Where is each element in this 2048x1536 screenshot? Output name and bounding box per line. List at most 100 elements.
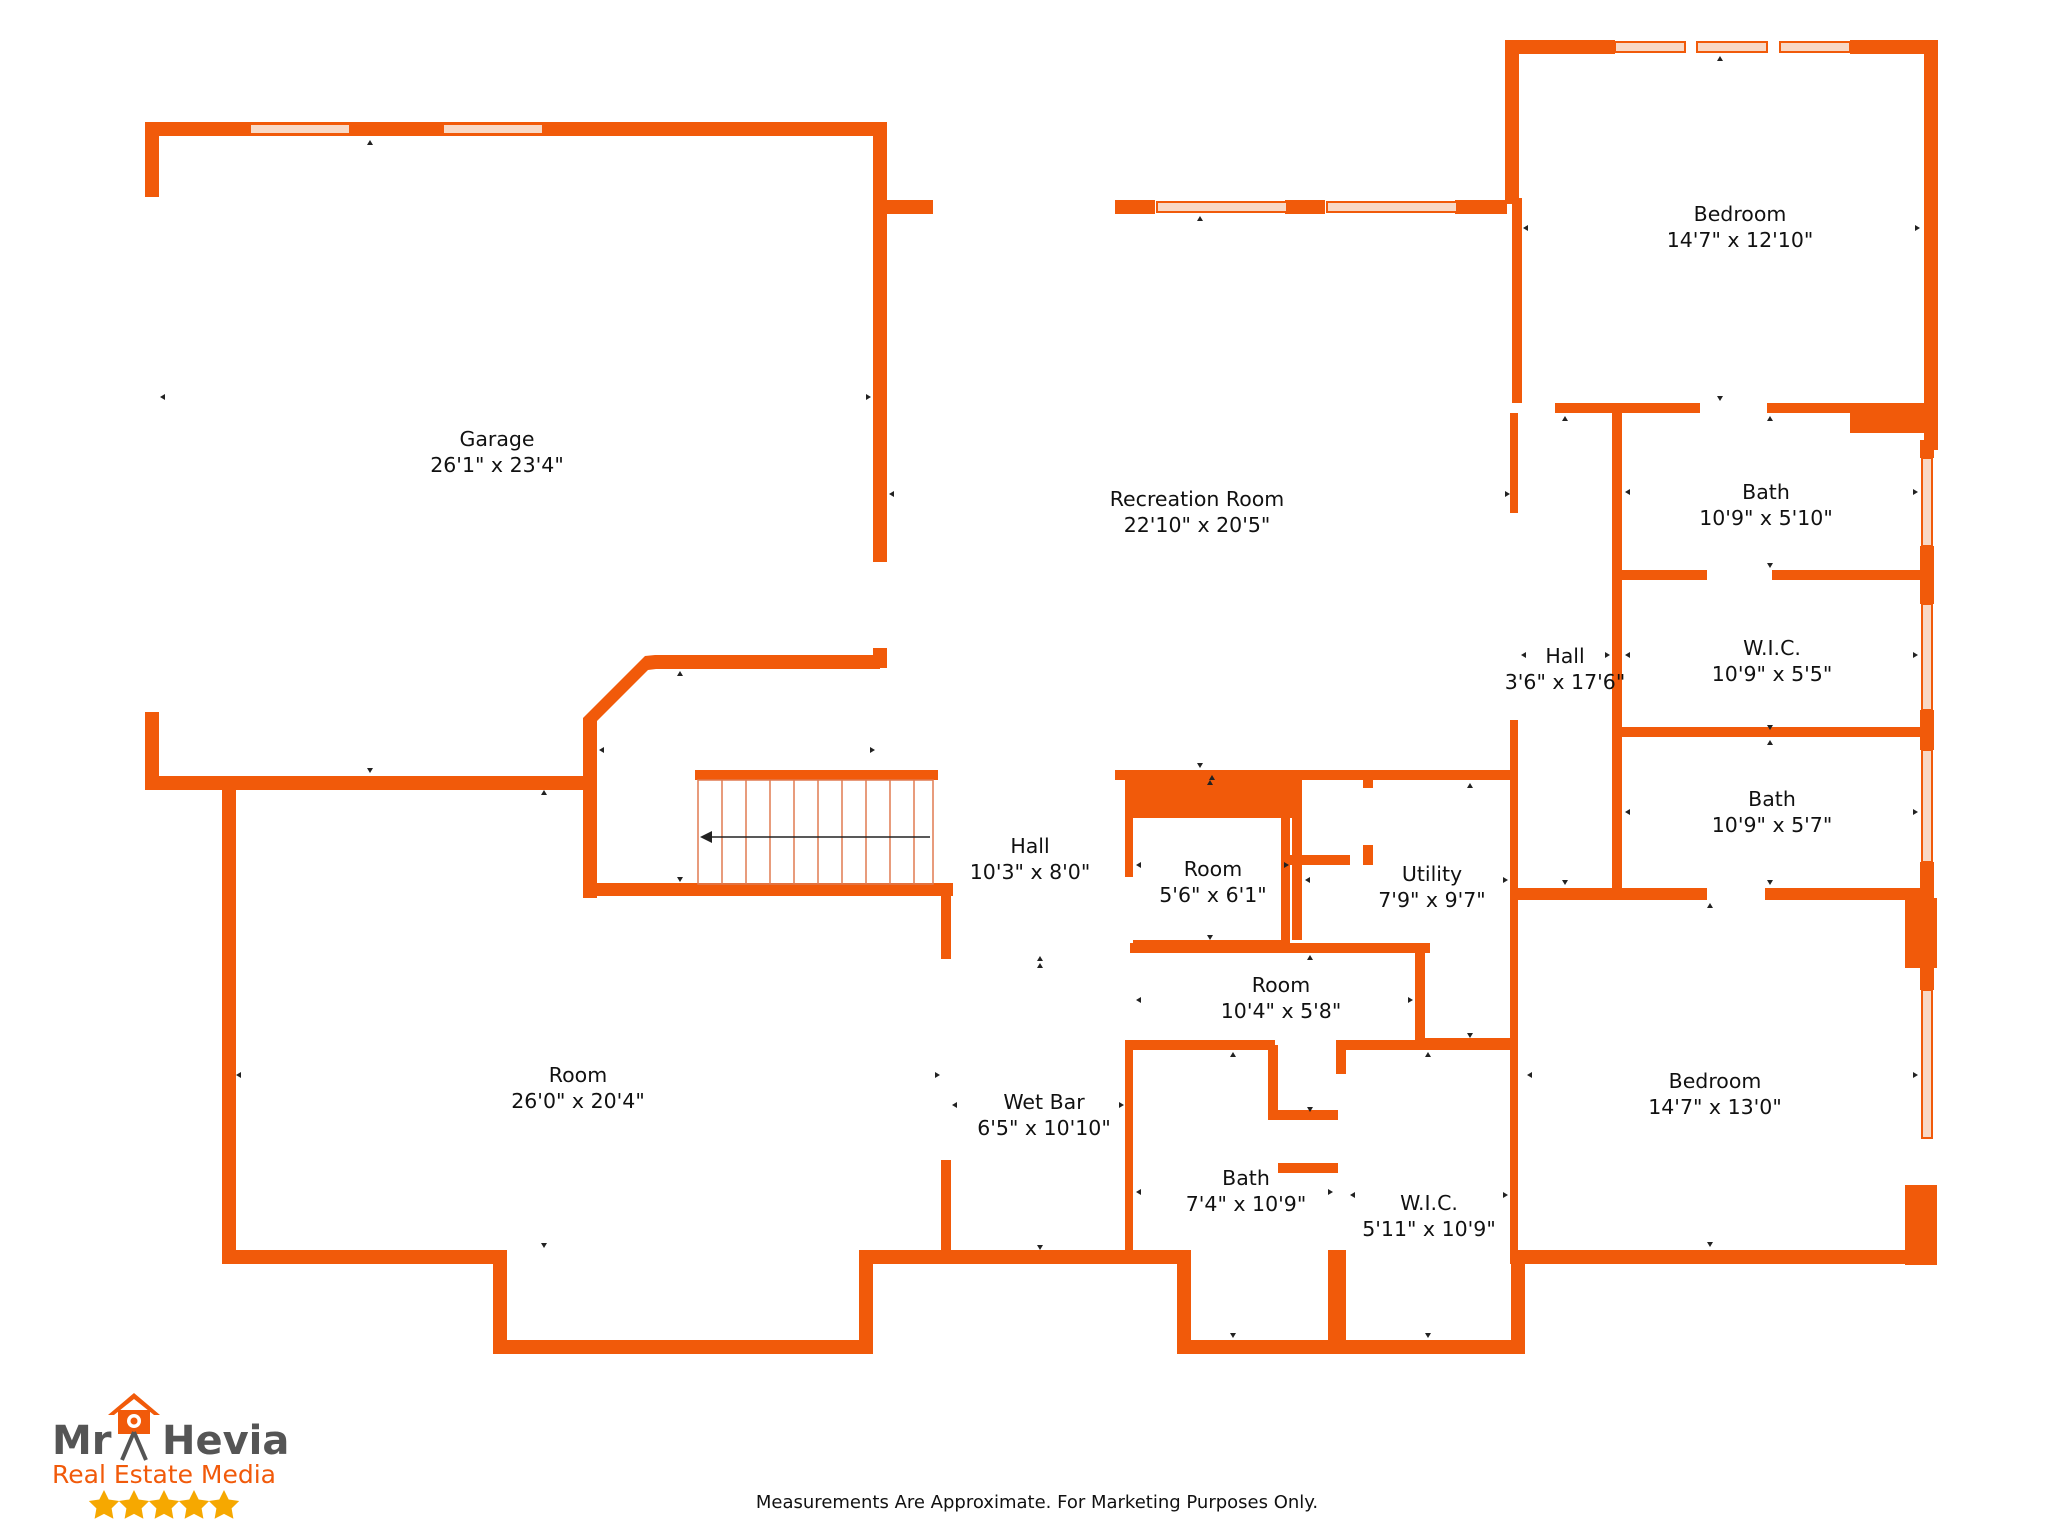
wall — [1920, 710, 1934, 750]
marker — [935, 1072, 940, 1078]
wall — [1278, 1163, 1338, 1173]
marker — [1197, 216, 1203, 221]
logo-text-left: Mr — [52, 1418, 112, 1464]
marker — [1284, 862, 1289, 868]
wall — [583, 718, 597, 898]
wall — [1850, 403, 1938, 433]
wall — [1130, 943, 1430, 953]
marker — [1523, 225, 1528, 231]
window — [442, 123, 544, 135]
wall — [873, 200, 933, 214]
window — [1696, 41, 1768, 53]
wall — [1612, 570, 1707, 580]
marker — [1767, 725, 1773, 730]
room-dims-room-mid: 10'4" x 5'8" — [1221, 999, 1342, 1023]
marker — [1037, 956, 1043, 961]
room-name-wic-2: W.I.C. — [1400, 1191, 1458, 1215]
room-dims-hall-mid: 10'3" x 8'0" — [970, 860, 1091, 884]
marker — [1119, 1102, 1124, 1108]
star-icon — [148, 1490, 180, 1519]
room-dims-wic-2: 5'11" x 10'9" — [1362, 1217, 1496, 1241]
room-dims-wet-bar: 6'5" x 10'10" — [977, 1116, 1111, 1140]
marker — [1136, 862, 1141, 868]
room-dims-utility: 7'9" x 9'7" — [1378, 888, 1485, 912]
marker — [367, 768, 373, 773]
marker — [1307, 955, 1313, 960]
marker — [1467, 783, 1473, 788]
room-name-hall-right: Hall — [1545, 644, 1584, 668]
house-roof — [108, 1393, 160, 1415]
marker — [1915, 225, 1920, 231]
marker — [1505, 491, 1510, 497]
marker — [677, 671, 683, 676]
marker — [1230, 1052, 1236, 1057]
wall — [1336, 1040, 1516, 1050]
room-name-bedroom-top: Bedroom — [1694, 202, 1787, 226]
wall — [1363, 845, 1373, 865]
wall — [1512, 198, 1522, 403]
wall — [1612, 727, 1934, 737]
wall — [655, 655, 880, 669]
wall — [145, 776, 597, 790]
window — [1921, 749, 1933, 863]
wall — [1115, 200, 1155, 214]
marker — [1717, 396, 1723, 401]
marker — [1305, 877, 1310, 883]
star-icon — [118, 1490, 150, 1519]
room-dims-bedroom-bottom: 14'7" x 13'0" — [1648, 1095, 1782, 1119]
marker — [1037, 963, 1043, 968]
marker — [1197, 763, 1203, 768]
room-dims-room-small: 5'6" x 6'1" — [1159, 883, 1266, 907]
marker — [1467, 1033, 1473, 1038]
wall — [1336, 1040, 1346, 1074]
marker — [1767, 740, 1773, 745]
marker — [889, 491, 894, 497]
wall — [1920, 546, 1934, 604]
marker — [1350, 1192, 1355, 1198]
wall — [1510, 413, 1518, 513]
marker — [1408, 997, 1413, 1003]
marker — [1037, 1245, 1043, 1250]
wall — [695, 770, 938, 780]
wall — [1510, 1250, 1937, 1264]
stair-arrow-head — [700, 831, 712, 843]
marker — [1913, 652, 1918, 658]
marker — [1562, 880, 1568, 885]
tripod-legs — [120, 1431, 148, 1461]
marker — [1913, 489, 1918, 495]
room-name-wic-1: W.I.C. — [1743, 636, 1801, 660]
marker — [1503, 877, 1508, 883]
room-name-room-large: Room — [549, 1063, 607, 1087]
window — [1614, 41, 1686, 53]
camera-lens-inner — [130, 1417, 138, 1425]
room-dims-bedroom-top: 14'7" x 12'10" — [1667, 228, 1814, 252]
window — [249, 123, 351, 135]
marker — [1136, 997, 1141, 1003]
logo-text-right: Hevia — [162, 1418, 289, 1464]
star-icon — [178, 1490, 210, 1519]
marker — [541, 790, 547, 795]
wall — [1511, 1250, 1525, 1354]
wall — [1290, 855, 1350, 865]
marker — [1707, 903, 1713, 908]
marker — [1605, 652, 1610, 658]
room-name-room-mid: Room — [1252, 973, 1310, 997]
stairs — [697, 779, 934, 885]
wall — [941, 1160, 951, 1254]
room-dims-garage: 26'1" x 23'4" — [430, 453, 564, 477]
wall — [1512, 403, 1522, 413]
marker — [1562, 416, 1568, 421]
windows — [249, 41, 1933, 1139]
room-dims-bath-3: 7'4" x 10'9" — [1186, 1192, 1307, 1216]
wall — [222, 776, 236, 1264]
window — [1921, 989, 1933, 1139]
room-name-utility: Utility — [1402, 862, 1462, 886]
marker — [541, 1243, 547, 1248]
window — [1156, 201, 1288, 213]
marker — [1136, 1189, 1141, 1195]
marker — [952, 1102, 957, 1108]
wall — [1130, 1040, 1275, 1050]
wall — [1920, 440, 1934, 458]
room-dims-hall-right: 3'6" x 17'6" — [1505, 670, 1626, 694]
